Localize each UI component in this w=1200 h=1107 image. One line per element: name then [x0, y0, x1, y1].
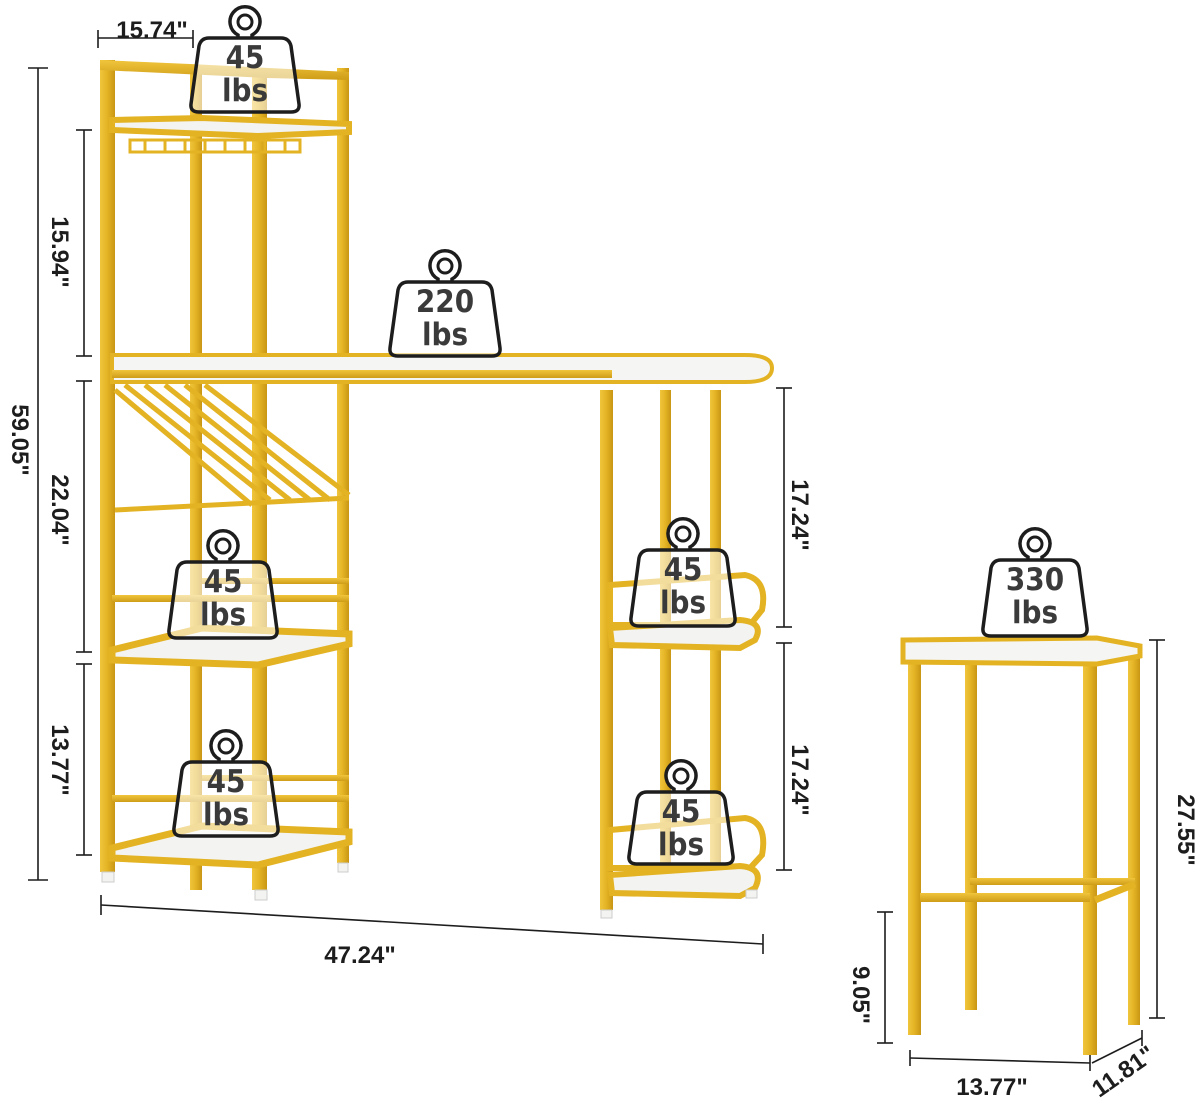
stool-leg-front-left	[908, 655, 921, 1035]
rack-post-front-left	[100, 60, 115, 872]
weight-value: 45	[662, 794, 701, 830]
wine-rack	[113, 383, 351, 513]
rack-height-label: 59.05"	[6, 404, 33, 475]
stool-seat	[900, 635, 1143, 667]
rack-middle-label: 22.04"	[46, 474, 73, 545]
table-leg-front	[600, 390, 613, 910]
stool-footrest	[920, 893, 1090, 902]
stool-footrest-label: 9.05"	[847, 966, 874, 1024]
weight-value: 220	[416, 284, 474, 320]
weight-unit: lbs	[200, 597, 246, 633]
weight-unit: lbs	[658, 827, 704, 863]
weight-value: 45	[226, 40, 265, 76]
rack-top-width-label: 15.74"	[116, 17, 187, 44]
dimension-lines	[28, 30, 1165, 1071]
table-width-label: 47.24"	[324, 942, 395, 969]
stool-height-label: 27.55"	[1172, 794, 1199, 865]
rack-upper-shelf	[109, 114, 352, 140]
kettlebell-weight-icon	[666, 517, 700, 550]
kettlebell-weight-icon	[206, 529, 240, 562]
weight-unit: lbs	[222, 73, 268, 109]
stool-leg-front-right	[1083, 660, 1097, 1055]
weight-value: 330	[1006, 562, 1064, 598]
weight-value: 45	[664, 552, 703, 588]
weight-unit: lbs	[1012, 595, 1058, 631]
kettlebell-weight-icon	[209, 729, 243, 762]
glass-holder	[128, 138, 302, 154]
bar-stool	[900, 635, 1143, 1055]
rack-lower-label: 13.77"	[46, 724, 73, 795]
table-lower-shelf-rail	[607, 814, 767, 871]
kettlebell-weight-icon	[228, 5, 262, 38]
kettlebell-weight-icon	[428, 249, 462, 282]
rack-upper-label: 15.94"	[46, 216, 73, 287]
table-leg-upper-label: 17.24"	[786, 479, 813, 550]
weight-value: 45	[204, 564, 243, 600]
weight-unit: lbs	[203, 797, 249, 833]
table-leg-lower-label: 17.24"	[786, 744, 813, 815]
stool-depth-label: 11.81"	[1087, 1041, 1160, 1103]
weight-unit: lbs	[660, 585, 706, 621]
kettlebell-weight-icon	[664, 759, 698, 792]
table-lower-shelf	[606, 862, 761, 900]
weight-unit: lbs	[422, 317, 468, 353]
kettlebell-weight-icon	[1018, 527, 1052, 560]
weight-value: 45	[207, 764, 246, 800]
rack-post-back-left	[190, 68, 202, 890]
stool-width-label: 13.77"	[956, 1074, 1027, 1101]
table-upper-shelf-rail	[607, 571, 767, 628]
rack-post-back-right	[337, 68, 349, 863]
